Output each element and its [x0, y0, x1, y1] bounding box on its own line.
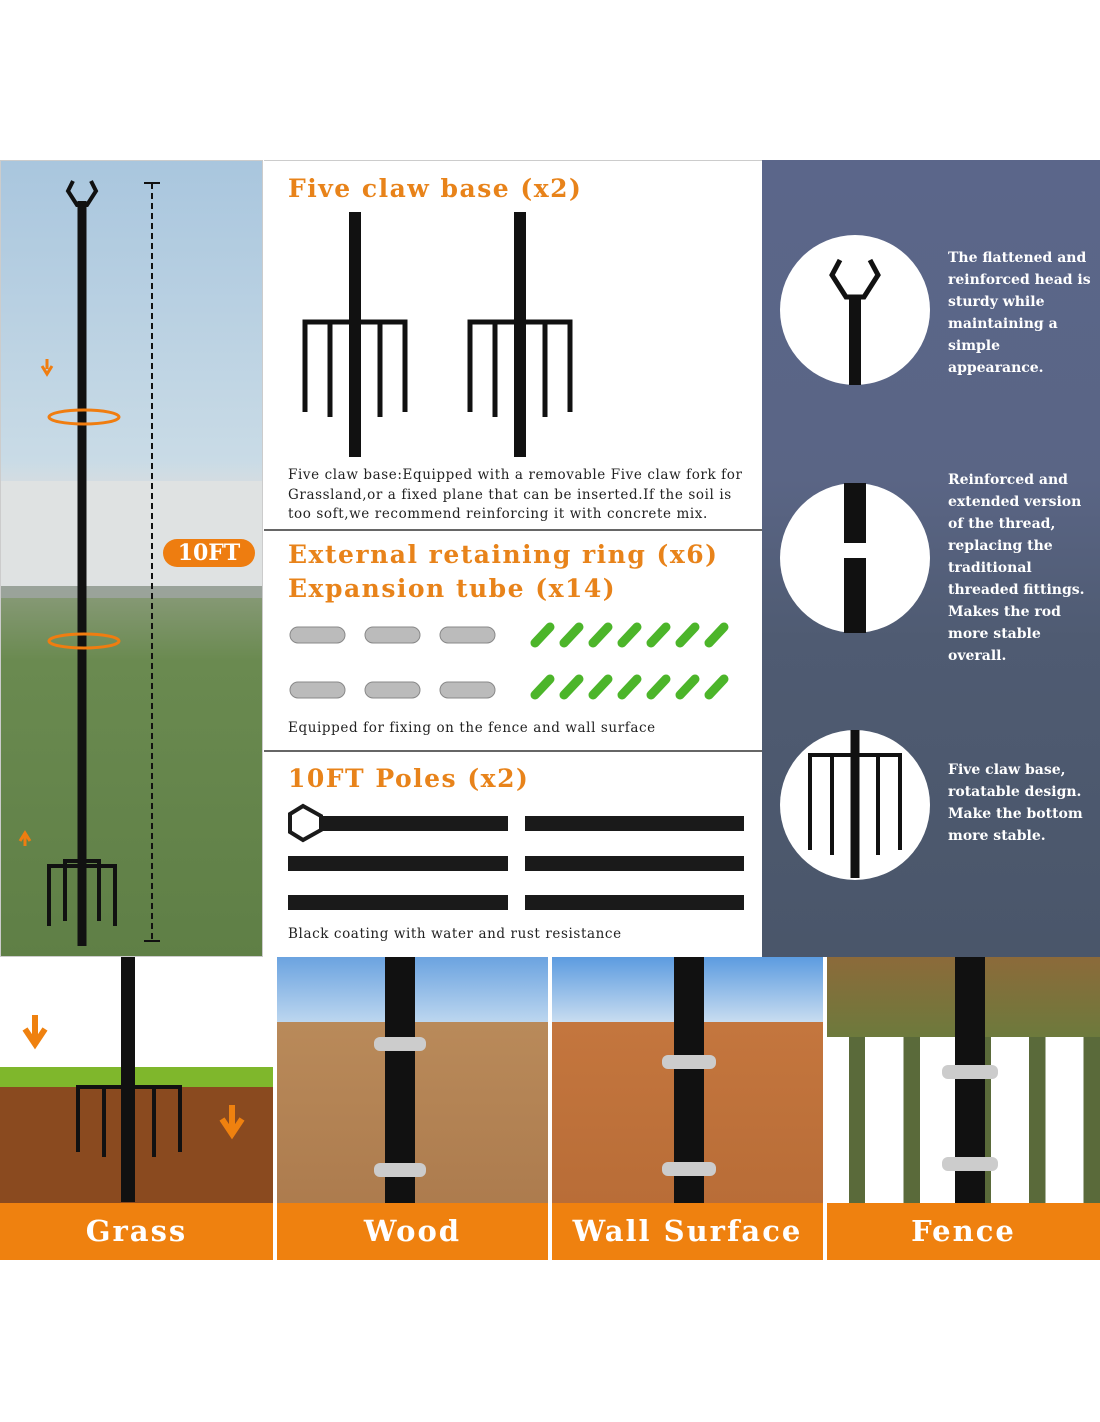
height-badge: 10FT: [163, 539, 255, 567]
claw-base-description: Five claw base:Equipped with a removable…: [288, 467, 743, 522]
section-title-tube: Expansion tube (x14): [288, 574, 617, 603]
use-label-wall-surface: Wall Surface: [552, 1203, 823, 1260]
use-tile-wood: Wood: [277, 957, 548, 1260]
poles-image: [288, 803, 744, 910]
section-title-ring: External retaining ring (x6): [288, 540, 719, 569]
use-label-wood: Wood: [277, 1203, 548, 1260]
rings-and-tubes-image: [289, 622, 729, 700]
divider: [264, 529, 762, 531]
use-label-fence: Fence: [827, 1203, 1100, 1260]
claw-base-image: [302, 212, 573, 457]
head-detail-image: [780, 235, 930, 385]
use-tile-wall: Wall Surface: [552, 957, 823, 1260]
pole-illustration: [1, 180, 262, 946]
divider: [264, 750, 762, 752]
use-label-grass: Grass: [0, 1203, 273, 1260]
use-tile-fence: Fence: [827, 957, 1100, 1260]
feature-thread: Reinforced and extended version of the t…: [948, 472, 1085, 664]
thread-detail-image: [780, 483, 930, 633]
base-detail-image: [780, 730, 930, 880]
feature-base: Five claw base, rotatable design. Make t…: [948, 762, 1083, 844]
section-title-claw-base: Five claw base (x2): [288, 174, 583, 203]
section-title-poles: 10FT Poles (x2): [288, 764, 530, 793]
use-tile-grass: Grass: [0, 957, 273, 1260]
ring-description: Equipped for fixing on the fence and wal…: [288, 720, 656, 736]
feature-head: The flattened and reinforced head is stu…: [948, 250, 1091, 376]
poles-description: Black coating with water and rust resist…: [288, 926, 622, 942]
